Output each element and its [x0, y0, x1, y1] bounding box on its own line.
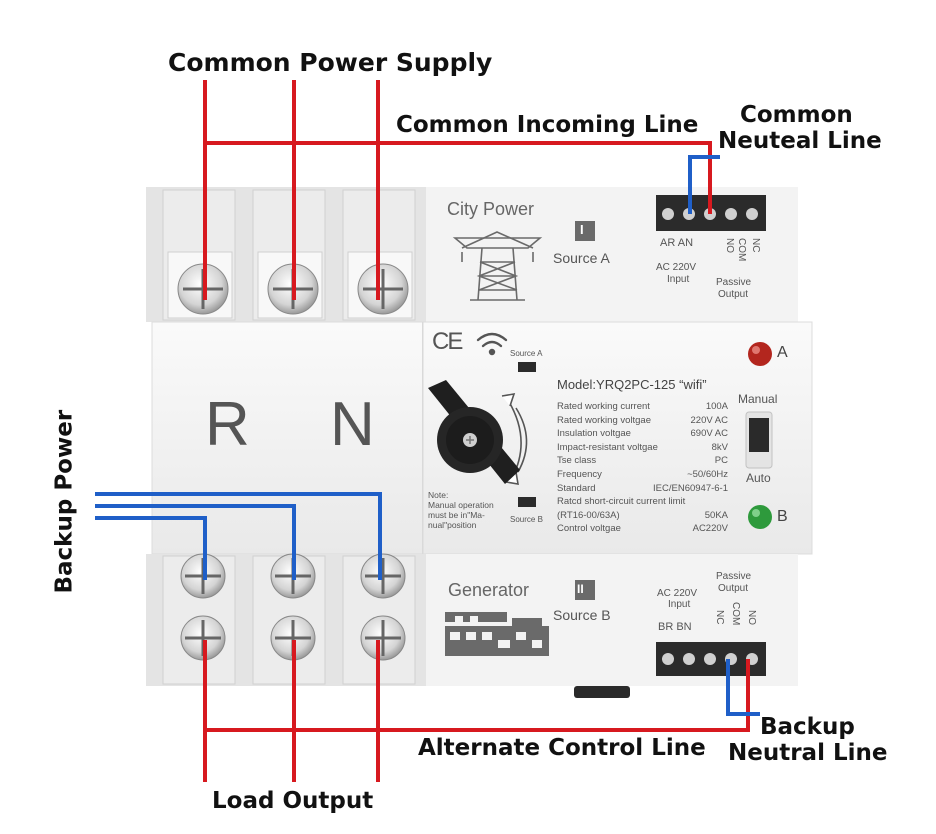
- terminal-a-in-label: AR AN: [660, 237, 694, 249]
- source-b-small-label: Source B: [510, 515, 543, 524]
- terminal-a-com-label: COM: [736, 238, 747, 262]
- rotary-knob-icon[interactable]: [428, 380, 520, 484]
- manual-auto-switch[interactable]: [745, 411, 773, 469]
- source-b-label: Source B: [553, 607, 611, 623]
- spec-name: (RT16-00/63A): [557, 509, 620, 521]
- terminal-b-in-label: BR BN: [658, 621, 692, 633]
- spec-name: Rated working current: [557, 401, 650, 412]
- common-incoming-line-label: Common Incoming Line: [396, 112, 699, 138]
- note-line-1: Note:: [428, 490, 449, 500]
- passive-b-label-2: Output: [718, 583, 749, 594]
- source-a-badge: [575, 221, 595, 241]
- backup-power-label: Backup Power: [51, 409, 78, 594]
- passive-a-label-1: Passive: [716, 277, 752, 288]
- generator-icon: [445, 612, 549, 656]
- spec-value: ~50/60Hz: [687, 469, 728, 480]
- terminal-a-no-label: NO: [724, 238, 735, 253]
- n-letter: N: [330, 390, 375, 459]
- indicator-b-label: B: [777, 508, 788, 525]
- spec-value: AC220V: [692, 523, 728, 535]
- din-clip: [574, 686, 630, 698]
- wifi-icon: [476, 332, 508, 356]
- backup-neutral-line-label-1: Backup: [760, 714, 855, 740]
- spec-value: 100A: [705, 401, 728, 412]
- source-b-indicator: [518, 497, 536, 507]
- spec-name: Insulation voltgae: [557, 428, 631, 440]
- spec-value: 220V AC: [690, 414, 729, 426]
- panel-divider: [422, 322, 424, 554]
- indicator-led-b: [748, 505, 772, 529]
- source-a-indicator: [518, 362, 536, 372]
- screw-icon: [357, 263, 409, 315]
- indicator-a-label: A: [777, 344, 788, 361]
- load-output-label: Load Output: [212, 788, 374, 814]
- terminal-a-nc-label: NC: [750, 238, 761, 253]
- source-b-mark: II: [577, 582, 584, 596]
- spec-name: Impact-resistant voltgae: [557, 441, 658, 453]
- spec-value: 8kV: [711, 441, 728, 453]
- spec-name: Standard: [557, 482, 596, 494]
- common-neutral-wire: [688, 155, 720, 214]
- spec-value: IEC/EN60947-6-1: [653, 482, 728, 494]
- generator-label: Generator: [448, 580, 530, 600]
- source-b-badge: [575, 580, 595, 600]
- common-neutral-line-label-1: Common: [740, 102, 853, 128]
- spec-name: Tse class: [557, 455, 597, 467]
- spec-name: Control voltgae: [557, 523, 621, 535]
- indicator-led-a: [748, 342, 772, 366]
- auto-label: Auto: [746, 471, 771, 485]
- common-neutral-line-label-2: Neuteal Line: [718, 128, 882, 154]
- source-a-label: Source A: [553, 250, 610, 266]
- spec-name: Rated working voltgae: [557, 414, 651, 426]
- screw-icon: [360, 553, 406, 599]
- note-line-4: nual"position: [428, 520, 477, 530]
- passive-a-label-2: Output: [718, 289, 749, 300]
- model-label: Model:YRQ2PC-125 “wifi”: [557, 377, 707, 392]
- manual-label: Manual: [738, 392, 778, 406]
- source-a-mark: I: [580, 222, 584, 237]
- backup-neutral-line-label-2: Neutral Line: [728, 740, 888, 766]
- input-a-label-2: Input: [667, 274, 690, 285]
- spec-name: Ratcd short-circuit current limit: [557, 496, 686, 508]
- load-output-wires: [203, 640, 750, 782]
- input-a-label-1: AC 220V: [656, 262, 697, 273]
- note-line-3: must be in"Ma-: [428, 510, 485, 520]
- spec-value: PC: [714, 455, 728, 467]
- spec-value: 50KA: [704, 509, 728, 521]
- spec-name: Frequency: [557, 469, 602, 480]
- backup-neutral-wire: [726, 659, 760, 716]
- city-power-label: City Power: [447, 199, 535, 219]
- terminal-b-nc-label: NC: [714, 610, 725, 625]
- input-b-label-1: AC 220V: [657, 588, 698, 599]
- ce-mark: CE: [432, 328, 463, 355]
- screw-icon: [360, 615, 406, 661]
- r-letter: R: [205, 390, 250, 459]
- screw-icon: [270, 615, 316, 661]
- alternate-control-line-label: Alternate Control Line: [418, 735, 706, 761]
- terminal-b-com-label: COM: [730, 602, 741, 626]
- common-power-wires: [203, 80, 712, 300]
- source-a-small-label: Source A: [510, 349, 543, 358]
- terminal-b-no-label: NO: [746, 610, 757, 625]
- spec-value: 690V AC: [690, 428, 729, 440]
- common-power-supply-label: Common Power Supply: [168, 48, 493, 77]
- passive-b-label-1: Passive: [716, 571, 752, 582]
- note-line-2: Manual operation: [428, 500, 494, 510]
- tower-icon: [452, 231, 543, 301]
- backup-power-wires: [95, 492, 382, 580]
- input-b-label-2: Input: [668, 599, 691, 610]
